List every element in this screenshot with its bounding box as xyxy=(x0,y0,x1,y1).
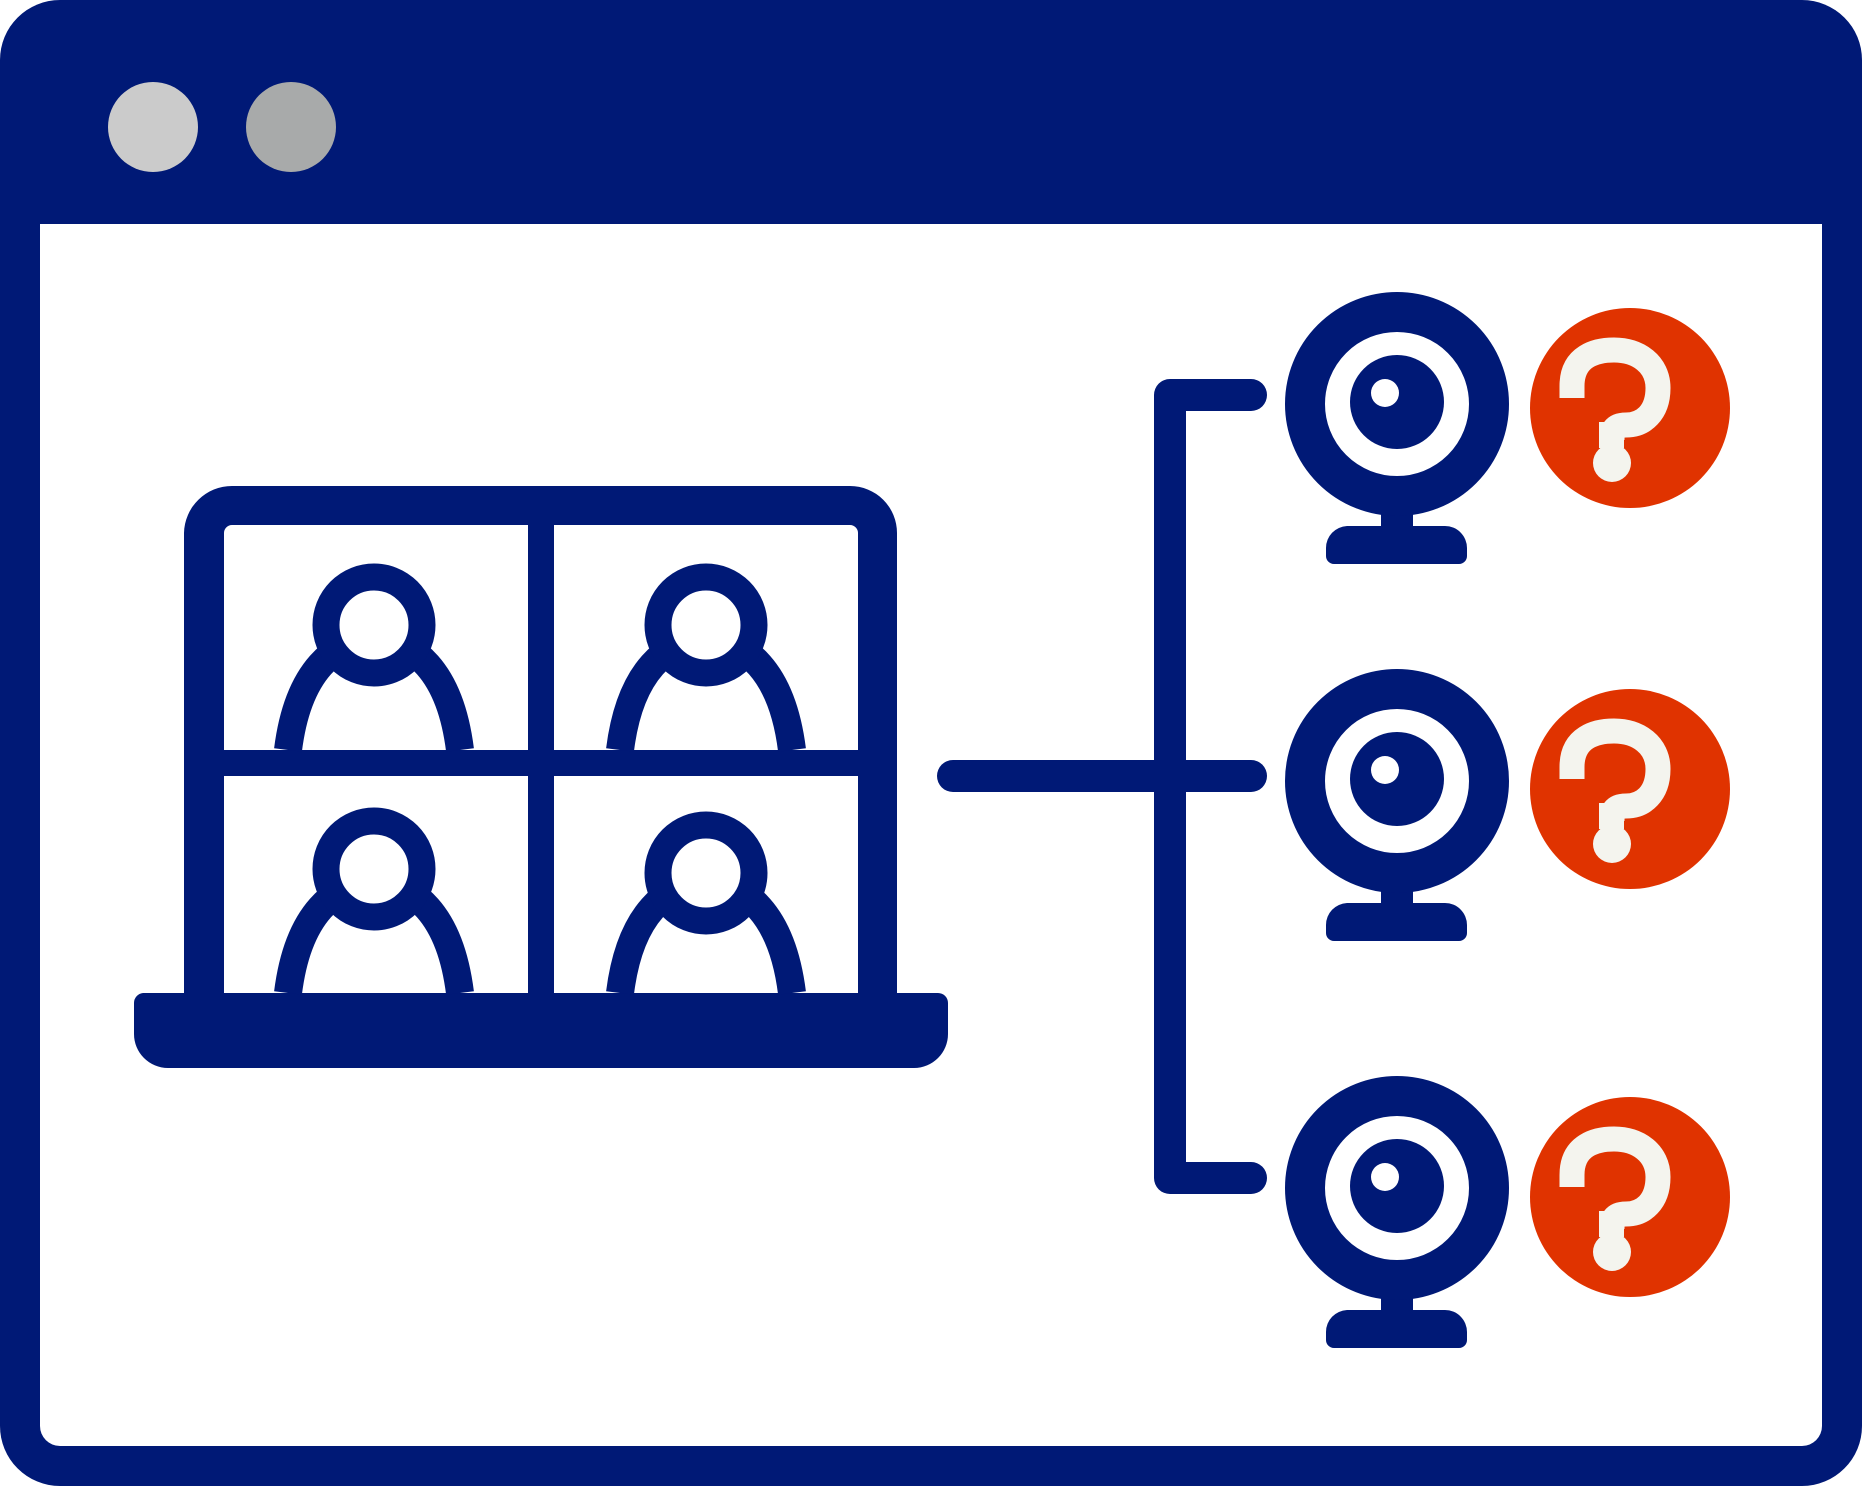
question-mark-icon xyxy=(1530,308,1730,508)
webcam-icon xyxy=(1285,669,1509,941)
question-dot xyxy=(1593,444,1631,482)
webcam-glint xyxy=(1371,1163,1399,1191)
person-icon xyxy=(606,811,806,995)
question-dot xyxy=(1593,1233,1631,1271)
person-icon xyxy=(274,807,474,995)
person-head xyxy=(312,563,436,687)
webcam-stand xyxy=(1325,526,1467,564)
question-dot xyxy=(1593,825,1631,863)
webcam-lens xyxy=(1350,355,1444,449)
person-icon xyxy=(274,563,474,752)
laptop-video-call-icon xyxy=(133,486,948,1068)
question-mark-column xyxy=(1530,308,1730,1297)
person-head xyxy=(312,807,436,931)
webcam-icon xyxy=(1285,292,1509,564)
question-stem xyxy=(1599,1211,1624,1237)
webcam-column xyxy=(1285,292,1509,1348)
question-badge xyxy=(1530,689,1730,889)
webcam-lens xyxy=(1350,732,1444,826)
connector-bracket xyxy=(1154,379,1267,1194)
person-icon xyxy=(606,563,806,752)
person-head xyxy=(644,563,768,687)
participant-grid xyxy=(274,563,806,995)
bracket-connector xyxy=(937,379,1267,1194)
question-mark-icon xyxy=(1530,689,1730,889)
webcam-glint xyxy=(1371,379,1399,407)
question-stem xyxy=(1599,422,1624,448)
window-dot-2 xyxy=(246,82,336,172)
window-dot-1 xyxy=(108,82,198,172)
laptop-base xyxy=(133,993,948,1068)
webcam-stand xyxy=(1325,1310,1467,1348)
webcam-lens xyxy=(1350,1139,1444,1233)
question-badge xyxy=(1530,1097,1730,1297)
webcam-stand xyxy=(1325,903,1467,941)
webcam-glint xyxy=(1371,756,1399,784)
question-stem xyxy=(1599,803,1624,829)
grid-divider-horizontal xyxy=(224,750,858,776)
question-badge xyxy=(1530,308,1730,508)
question-mark-icon xyxy=(1530,1097,1730,1297)
person-head xyxy=(644,811,768,935)
webcam-icon xyxy=(1285,1076,1509,1348)
